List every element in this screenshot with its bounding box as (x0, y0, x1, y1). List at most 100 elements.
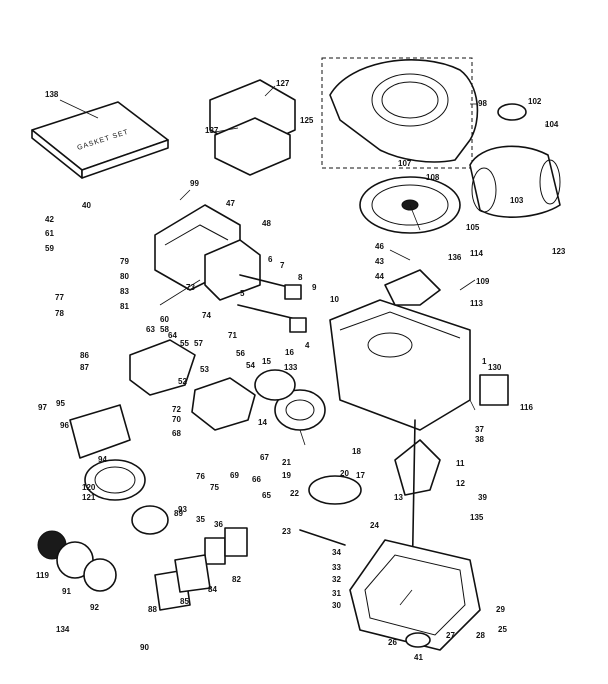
callout-93: 93 (178, 505, 187, 514)
callout-123: 123 (552, 247, 566, 256)
callout-35: 35 (196, 515, 205, 524)
callout-125: 125 (300, 116, 314, 125)
callout-75: 75 (210, 483, 219, 492)
callout-61: 61 (45, 229, 54, 238)
callout-42: 42 (45, 215, 54, 224)
callout-33: 33 (332, 563, 341, 572)
gasket-set-box: GASKET SET (31, 101, 169, 179)
callout-99: 99 (190, 179, 199, 188)
callout-71: 71 (228, 331, 237, 340)
callout-130: 130 (488, 363, 502, 372)
callout-25: 25 (498, 625, 507, 634)
callout-136: 136 (448, 253, 462, 262)
callout-103: 103 (510, 196, 524, 205)
callout-78: 78 (55, 309, 64, 318)
callout-9: 9 (312, 283, 317, 292)
callout-113: 113 (470, 299, 483, 308)
callout-97: 97 (38, 403, 47, 412)
callout-14: 14 (258, 418, 267, 427)
callout-16: 16 (285, 348, 294, 357)
callout-95: 95 (56, 399, 65, 408)
callout-18: 18 (352, 447, 361, 456)
callout-116: 116 (520, 403, 533, 412)
callout-68: 68 (172, 429, 181, 438)
callout-32: 32 (332, 575, 341, 584)
callout-76: 76 (196, 472, 205, 481)
callout-77: 77 (55, 293, 64, 302)
callout-63: 63 (146, 325, 155, 334)
callout-28: 28 (476, 631, 485, 640)
callout-43: 43 (375, 257, 384, 266)
callout-65: 65 (262, 491, 271, 500)
callout-54: 54 (246, 361, 255, 370)
oil-sump (349, 539, 481, 651)
callout-70: 70 (172, 415, 181, 424)
callout-19: 19 (282, 471, 291, 480)
callout-10: 10 (330, 295, 339, 304)
callout-39: 39 (478, 493, 487, 502)
callout-137: 137 (205, 126, 219, 135)
callout-5: 5 (240, 289, 245, 298)
callout-72: 72 (172, 405, 181, 414)
callout-15: 15 (262, 357, 271, 366)
callout-82: 82 (232, 575, 241, 584)
callout-80: 80 (120, 272, 129, 281)
cylinder-head (154, 204, 261, 301)
callout-135: 135 (470, 513, 484, 522)
callout-36: 36 (214, 520, 223, 529)
callout-22: 22 (290, 489, 299, 498)
callout-86: 86 (80, 351, 89, 360)
callout-40: 40 (82, 201, 91, 210)
callout-13: 13 (394, 493, 403, 502)
callout-48: 48 (262, 219, 271, 228)
side-cover (479, 374, 509, 406)
callout-104: 104 (545, 120, 559, 129)
callout-133: 133 (284, 363, 298, 372)
breather-parts (131, 505, 248, 565)
callout-114: 114 (470, 249, 483, 258)
camshaft-gear (299, 475, 362, 546)
cylinder-block (329, 299, 471, 431)
callout-57: 57 (194, 339, 203, 348)
callout-84: 84 (208, 585, 217, 594)
callout-55: 55 (180, 339, 189, 348)
callout-105: 105 (466, 223, 480, 232)
callout-1: 1 (482, 357, 487, 366)
callout-69: 69 (230, 471, 239, 480)
cylinder-shroud (209, 79, 296, 176)
callout-121: 121 (82, 493, 96, 502)
callout-120: 120 (82, 483, 96, 492)
callout-79: 79 (120, 257, 129, 266)
callout-66: 66 (252, 475, 261, 484)
callout-92: 92 (90, 603, 99, 612)
callout-56: 56 (236, 349, 245, 358)
callout-labels: 138 127 137 125 98 102 104 107 108 103 1… (36, 79, 566, 662)
callout-26: 26 (388, 638, 397, 647)
muffler-assembly (469, 103, 561, 218)
callout-138: 138 (45, 90, 59, 99)
callout-59: 59 (45, 244, 54, 253)
callout-119: 119 (36, 571, 49, 580)
callout-53: 53 (200, 365, 209, 374)
callout-107: 107 (398, 159, 412, 168)
callout-96: 96 (60, 421, 69, 430)
callout-64: 64 (168, 331, 177, 340)
callout-20: 20 (340, 469, 349, 478)
callout-12: 12 (456, 479, 465, 488)
callout-58: 58 (160, 325, 169, 334)
callout-21: 21 (282, 458, 291, 467)
callout-37: 37 (475, 425, 484, 434)
carburetor (129, 339, 256, 431)
callout-87: 87 (80, 363, 89, 372)
callout-94: 94 (98, 455, 107, 464)
callout-17: 17 (356, 471, 365, 480)
callout-27: 27 (446, 631, 455, 640)
callout-11: 11 (456, 459, 465, 468)
callout-74: 74 (202, 311, 211, 320)
callout-67: 67 (260, 453, 269, 462)
callout-91: 91 (62, 587, 71, 596)
callout-98: 98 (478, 99, 487, 108)
callout-81: 81 (120, 302, 129, 311)
callout-90: 90 (140, 643, 149, 652)
